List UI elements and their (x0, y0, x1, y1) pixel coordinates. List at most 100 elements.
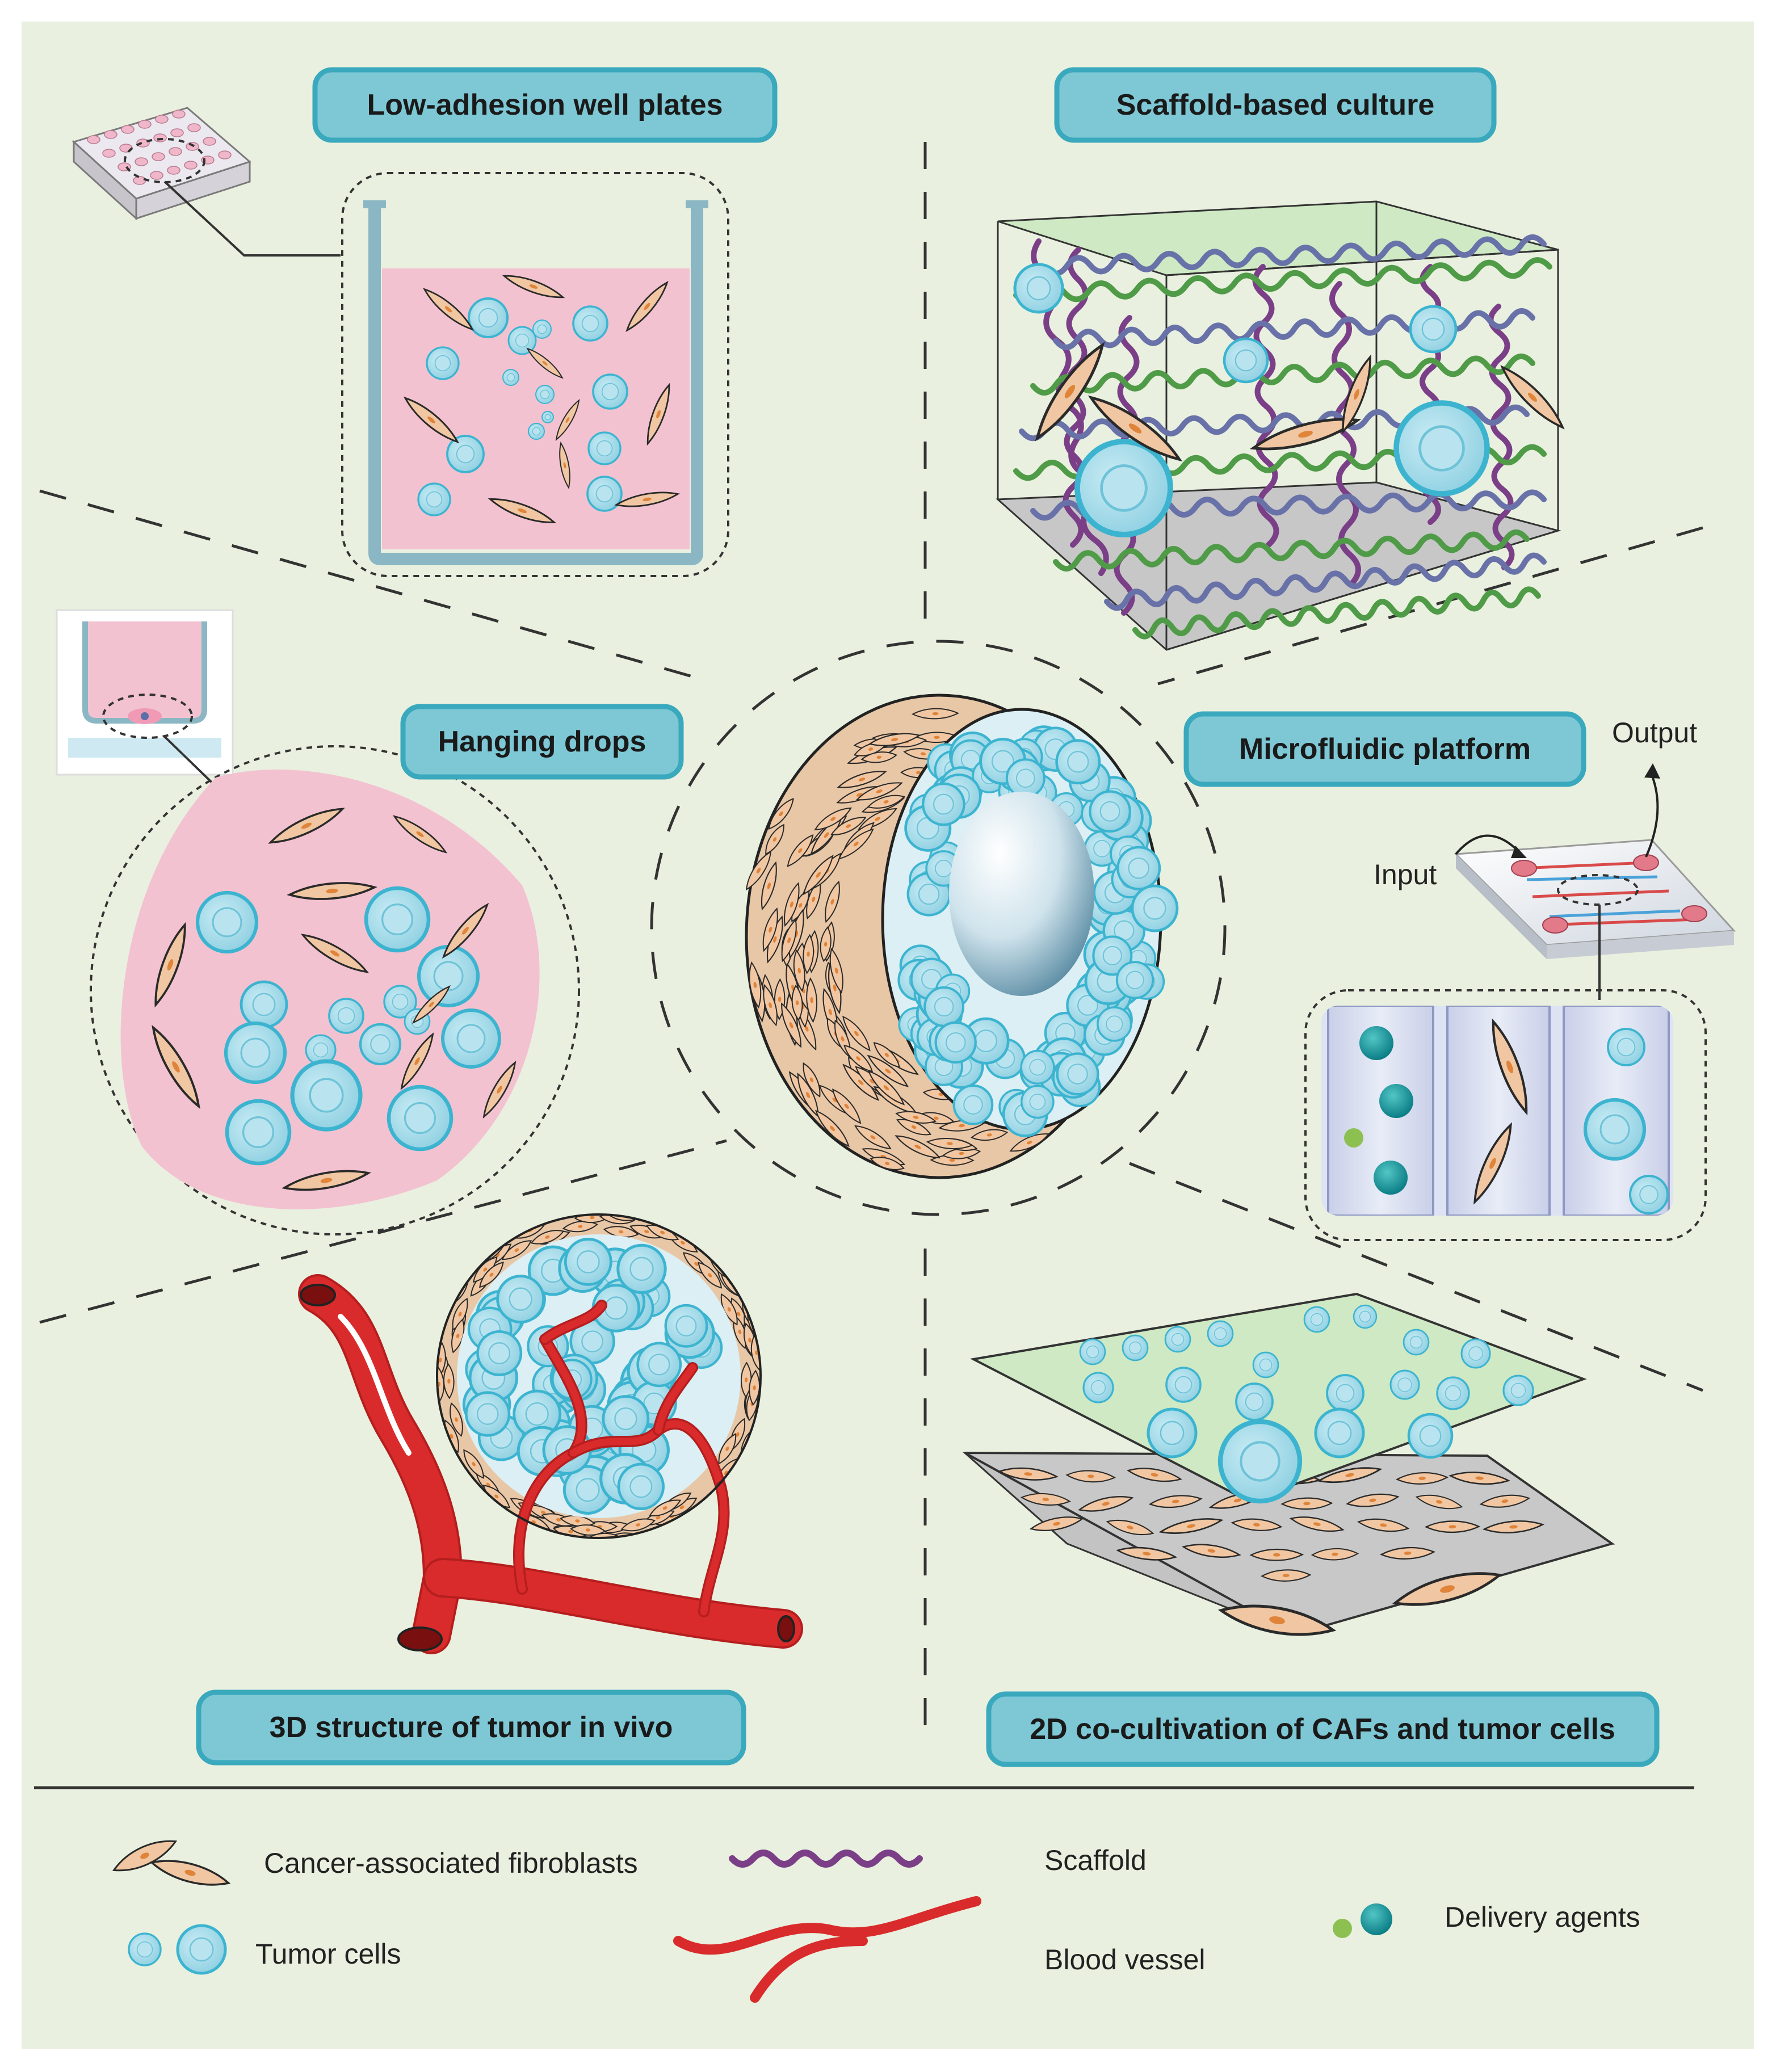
cell-nucleus (629, 1475, 653, 1498)
drop-caf (282, 1170, 371, 1191)
spheroid-tumor-cell (952, 1084, 994, 1125)
cell-nucleus (581, 1330, 603, 1353)
cell-nucleus (1617, 1037, 1636, 1057)
in-vivo-tumor-cell (465, 1391, 511, 1437)
spheroid-caf (896, 1119, 932, 1136)
legend-caf-icon (149, 1860, 231, 1886)
spheroid-caf (762, 907, 778, 952)
chip-front (1547, 931, 1734, 959)
cell-nucleus (1099, 801, 1120, 822)
caf-nucleus (946, 1142, 953, 1145)
spheroid-caf (842, 1015, 871, 1052)
in-vivo-outline (436, 1213, 762, 1539)
caf-nucleus (1143, 1552, 1151, 1556)
legend-tumor-label: Tumor cells (255, 1938, 401, 1970)
caf-nucleus (885, 1162, 890, 1165)
caf-nucleus (790, 901, 793, 907)
spheroid-caf (820, 926, 832, 963)
co-cultivation-group (963, 1292, 1615, 1636)
caf-nucleus (662, 1506, 667, 1510)
well-zoom-frame (341, 172, 729, 577)
cell-nucleus (456, 444, 475, 464)
cell-nucleus (1100, 464, 1148, 512)
caf-nucleus (320, 1178, 333, 1183)
cell-nucleus (1510, 1382, 1526, 1398)
scaffold-caf (1249, 418, 1362, 451)
cell-nucleus (1174, 1376, 1193, 1394)
vessel-opening (397, 1627, 443, 1651)
input-label: Input (1374, 859, 1437, 890)
co-culture-tumor-cell (1164, 1326, 1191, 1353)
in-vivo-caf (450, 1402, 463, 1437)
well-caf (559, 441, 570, 490)
channel-tumor-cell (1629, 1175, 1669, 1214)
output-label: Output (1612, 717, 1697, 749)
caf-nucleus (1379, 1523, 1387, 1527)
cell-nucleus (1327, 1420, 1352, 1445)
caf-nucleus (772, 837, 777, 842)
cell-nucleus (212, 907, 242, 938)
cell-nucleus (1419, 1424, 1442, 1447)
well-tumor-cell (467, 297, 509, 339)
well-plate-well (121, 125, 135, 134)
caf-nucleus (1053, 1522, 1060, 1526)
scaffold-tumor-cell (1013, 263, 1064, 314)
drop-caf (287, 882, 377, 900)
cell-nucleus (1421, 317, 1445, 341)
caf-nucleus (618, 1230, 624, 1234)
in-vivo-caf (479, 1262, 504, 1288)
co-culture-tumor-cell (1235, 1382, 1274, 1421)
chip-channel-blue (1526, 875, 1681, 918)
caf-nucleus (1501, 1499, 1509, 1503)
spheroid-caf (911, 708, 960, 720)
cell-nucleus (581, 314, 599, 333)
caf-nucleus (518, 508, 527, 514)
scaffold-fiber-green (1013, 257, 1552, 305)
caf-nucleus (330, 950, 340, 957)
capillary (541, 1301, 606, 1343)
spheroid-caf (838, 828, 874, 860)
cell-nucleus (576, 1478, 600, 1502)
title-scaffold: Scaffold-based culture (1116, 89, 1435, 121)
well-plate-well (133, 176, 146, 185)
cell-nucleus (309, 1078, 344, 1113)
caf-nucleus (568, 1530, 573, 1533)
caf-nucleus (841, 1036, 845, 1042)
caf-nucleus (885, 1068, 891, 1074)
drop-cell-group (152, 808, 517, 1191)
spheroid-caf (803, 934, 814, 974)
caf-nucleus (949, 1158, 955, 1162)
caf-nucleus (514, 1248, 519, 1252)
in-vivo-tumor-cell (664, 1304, 708, 1348)
drop-caf (268, 808, 345, 844)
title-box-microfluidic: Microfluidic platform (1183, 711, 1586, 787)
zoom-ring (124, 138, 205, 183)
well-tumor-cell (417, 482, 451, 516)
spheroid-caf (761, 861, 777, 911)
drop-tumor-cell (383, 985, 417, 1019)
cell-nucleus (1639, 1185, 1659, 1204)
spheroid-tumor-cell (1116, 846, 1161, 890)
spheroid-caf (1009, 1133, 1050, 1152)
well-plate-well (136, 138, 150, 148)
well-plate-front (135, 160, 251, 220)
cell-nucleus (963, 1095, 983, 1115)
cell-nucleus (1418, 425, 1465, 472)
caf-nucleus (824, 832, 829, 838)
spheroid-tumor-cell (1089, 790, 1131, 833)
spheroid-tumor-cell (1055, 739, 1101, 785)
caf-nucleus (681, 1241, 685, 1245)
well-plate-well (203, 137, 216, 146)
chip-port (1511, 860, 1537, 877)
vessel-opening (777, 1615, 795, 1642)
caf-nucleus (916, 771, 921, 775)
in-vivo-caf (463, 1449, 484, 1479)
cell-nucleus (337, 1007, 355, 1025)
caf-nucleus (829, 1125, 835, 1132)
caf-nucleus (870, 1079, 875, 1084)
zoom-line (163, 180, 341, 257)
co-culture-caf (1065, 1470, 1116, 1483)
drop-tumor-cell (305, 1034, 337, 1066)
caf-nucleus (1127, 1525, 1133, 1529)
well-tumor-cell (532, 320, 552, 339)
